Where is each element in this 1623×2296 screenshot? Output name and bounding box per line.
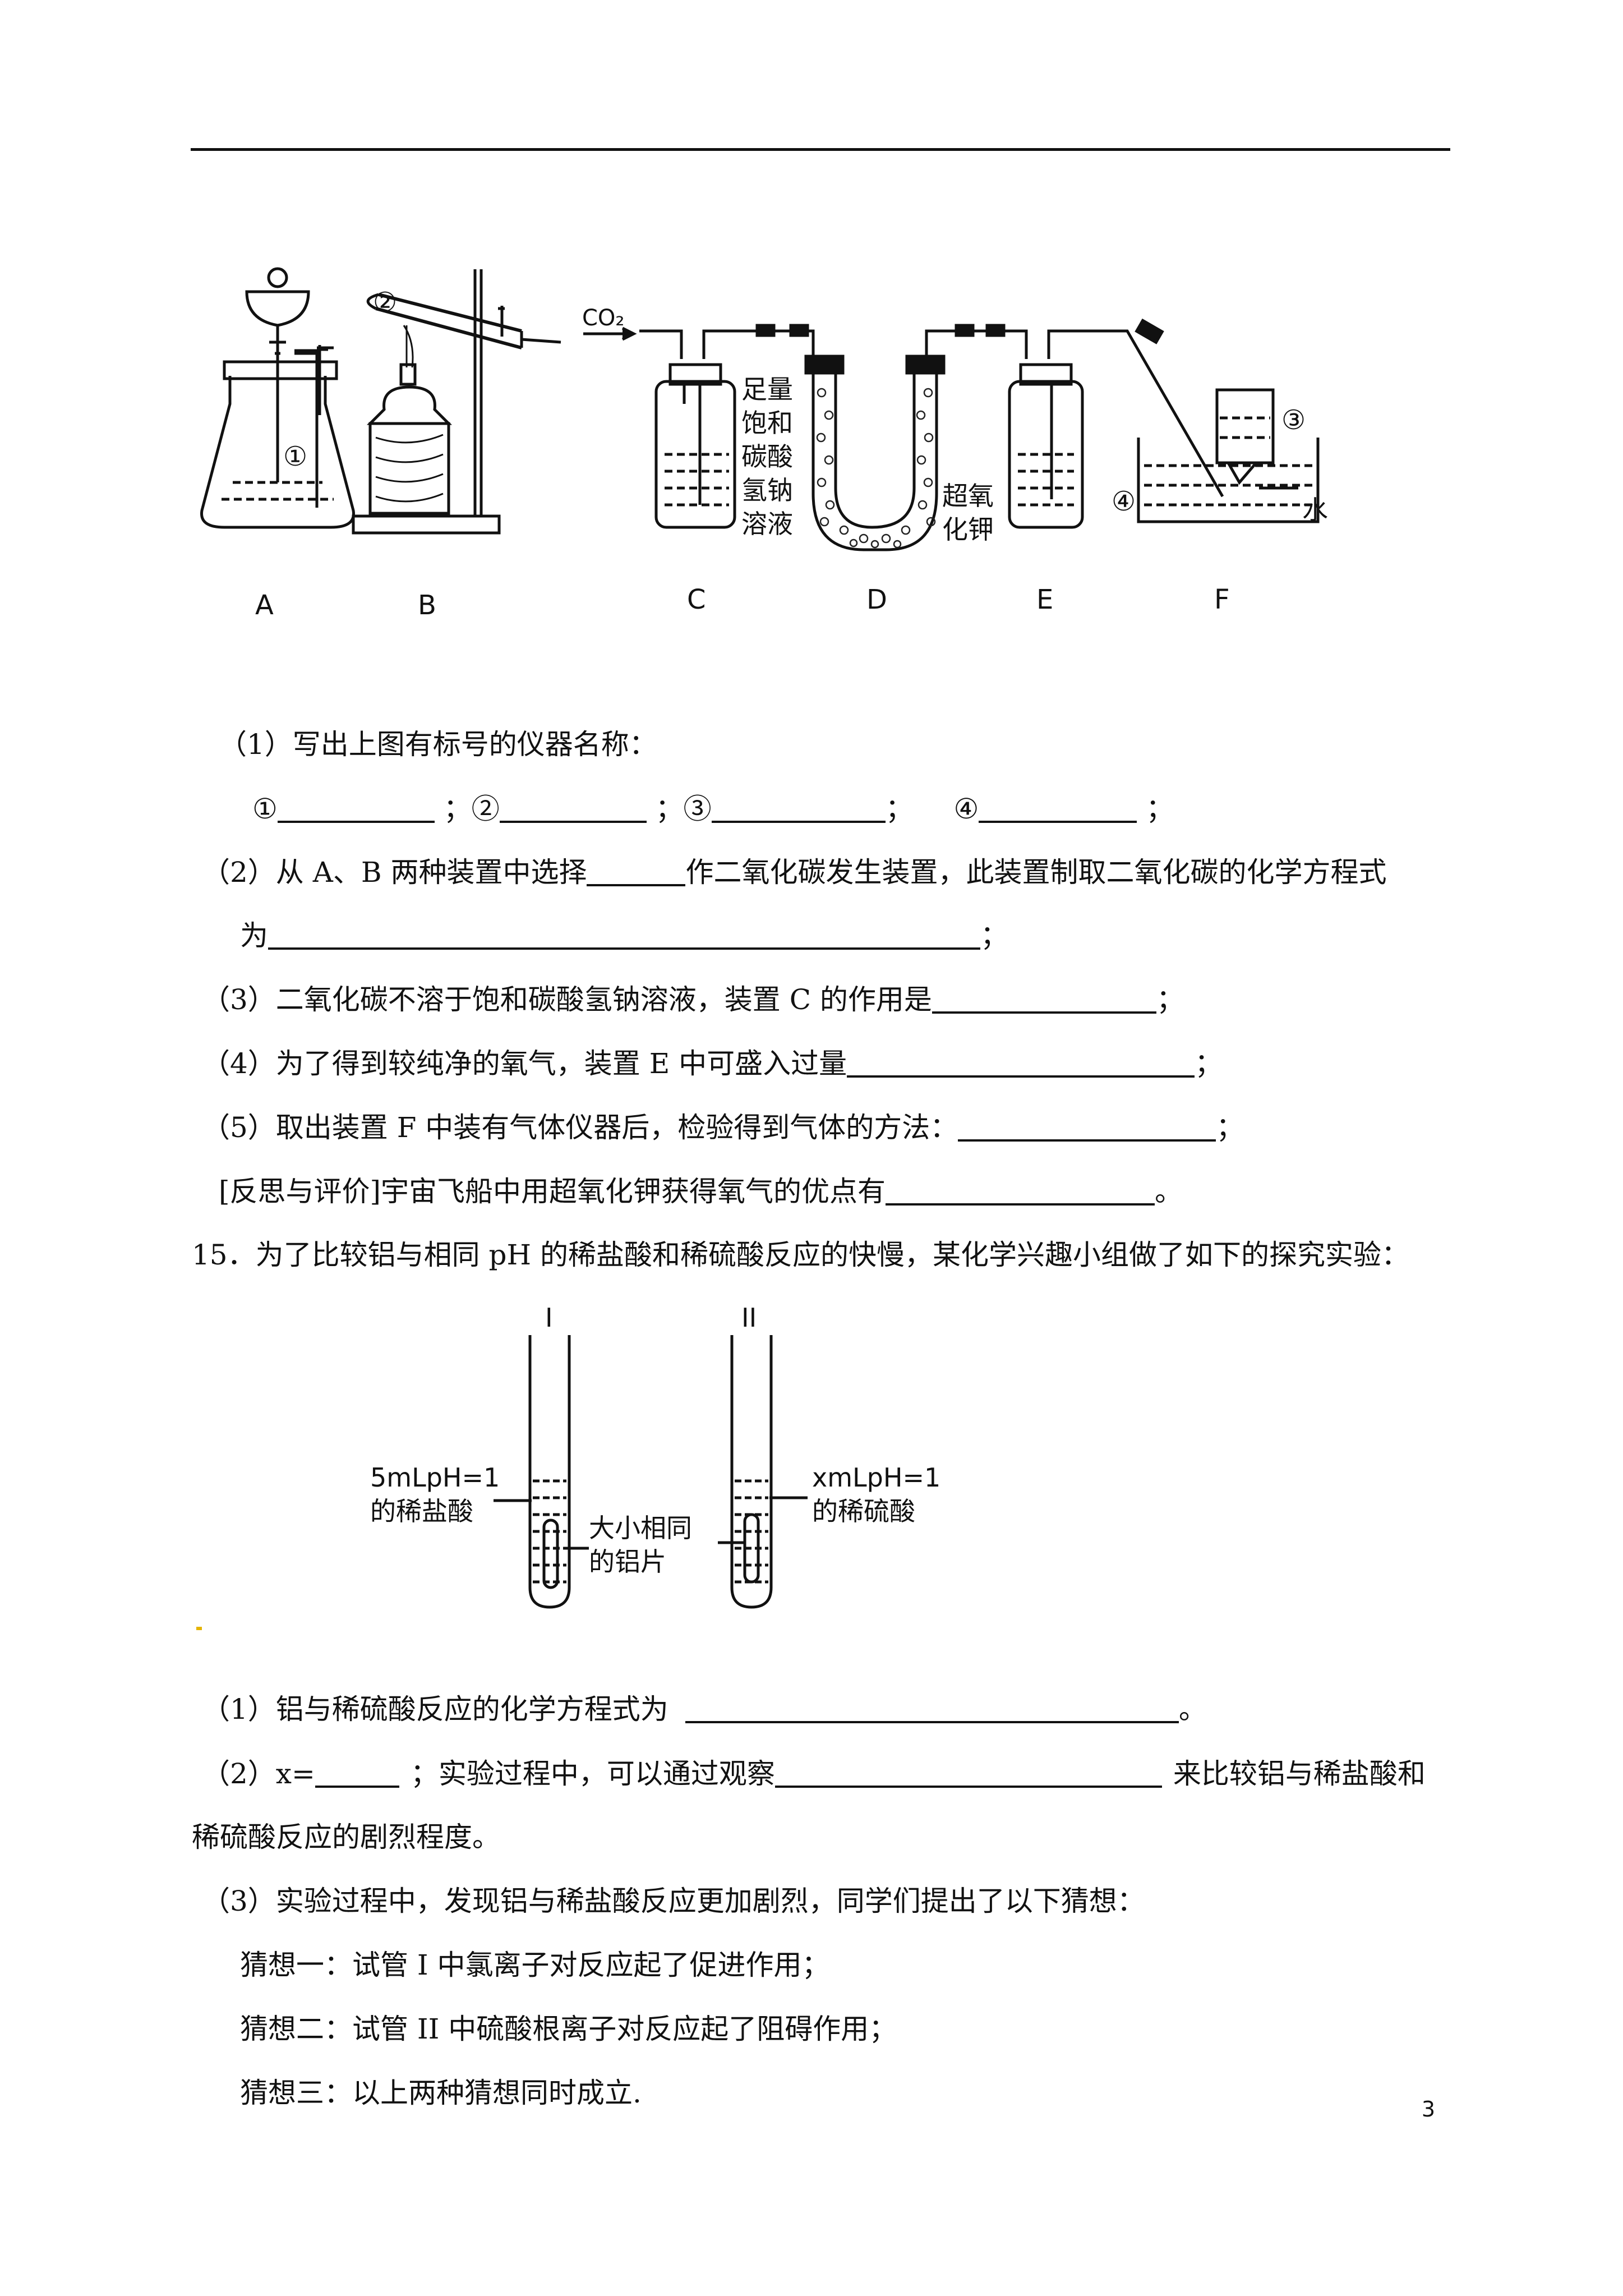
q15-part3-text: （3）实验过程中，发现铝与稀盐酸反应更加剧烈，同学们提出了以下猜想： [202, 1885, 1145, 1917]
marker-2: ② [373, 287, 397, 318]
hypothesis-2-text: 猜想二：试管 II 中硫酸根离子对反应起了阻碍作用； [240, 2013, 897, 2045]
q14-part1-text: （1）写出上图有标号的仪器名称： [219, 728, 657, 761]
blank-1-marker: ① [252, 793, 278, 825]
reagent-c-2: 饱和 [741, 408, 793, 438]
answer-blank-device[interactable] [587, 857, 686, 886]
q15-intro: 15．为了比较铝与相同 pH 的稀盐酸和稀硫酸反应的快慢，某化学兴趣小组做了如下… [192, 1237, 1409, 1273]
hypothesis-1-text: 猜想一：试管 I 中氯离子对反应起了促进作用； [240, 1949, 830, 1981]
q14-part5-end: ； [1216, 1111, 1244, 1144]
mid-label-1: 大小相同 [589, 1513, 692, 1543]
tube-1-label: I [545, 1303, 553, 1333]
marker-1: ① [283, 441, 307, 472]
q14-reflection-text: [反思与评价]宇宙飞船中用超氧化钾获得氧气的优点有 [219, 1175, 886, 1208]
q15-part1-text: （1）铝与稀硫酸反应的化学方程式为 [202, 1693, 668, 1726]
q14-part2-prefix: 为 [240, 919, 268, 952]
answer-blank-c-role[interactable] [932, 984, 1156, 1014]
blank-2-marker: ；② [443, 793, 500, 825]
answer-blank-4[interactable] [979, 794, 1137, 823]
apparatus-figure: A B C D E F ① ② ③ ④ CO₂ 足量 饱和 碳酸 氢钠 溶液 超… [200, 267, 1328, 621]
right-label-1: xmLpH=1 [812, 1462, 940, 1493]
q15-part3: （3）实验过程中，发现铝与稀盐酸反应更加剧烈，同学们提出了以下猜想： [202, 1883, 1145, 1919]
q15-part2-text-b: ；实验过程中，可以通过观察 [410, 1757, 775, 1790]
reagent-c-1: 足量 [741, 374, 793, 404]
blank-4-end: ； [1146, 793, 1174, 825]
q14-part2-text-a: （2）从 A、B 两种装置中选择 [202, 856, 587, 889]
q15-part1-end: 。 [1178, 1693, 1207, 1726]
tube-2-label: II [741, 1303, 757, 1333]
q14-part1: （1）写出上图有标号的仪器名称： [219, 726, 657, 762]
test-tube-figure: I II 5mLpH=1 的稀盐酸 大小相同 的铝片 xmLpH=1 的稀硫酸 [370, 1303, 940, 1609]
mid-label-2: 的铝片 [589, 1547, 666, 1577]
reagent-c-3: 碳酸 [741, 441, 793, 472]
q14-reflection-end: 。 [1155, 1175, 1183, 1208]
label-d: D [866, 584, 887, 615]
q14-part3-text: （3）二氧化碳不溶于饱和碳酸氢钠溶液，装置 C 的作用是 [202, 983, 932, 1016]
q14-part3-end: ； [1156, 983, 1184, 1016]
q14-part2: （2）从 A、B 两种装置中选择 作二氧化碳发生装置，此装置制取二氧化碳的化学方程… [202, 854, 1386, 890]
answer-blank-x[interactable] [315, 1759, 399, 1788]
q14-part4: （4）为了得到较纯净的氧气，装置 E 中可盛入过量 ； [202, 1046, 1223, 1082]
q14-part5-text: （5）取出装置 F 中装有气体仪器后，检验得到气体的方法： [202, 1111, 958, 1144]
q14-part2-cont: 为； [240, 918, 1008, 954]
label-a: A [255, 590, 274, 621]
left-label-1: 5mLpH=1 [370, 1462, 500, 1493]
q15-part2-text-c: 来比较铝与稀盐酸和 [1173, 1757, 1426, 1790]
marker-3: ③ [1281, 404, 1306, 436]
label-f: F [1214, 584, 1230, 615]
q15-part1: （1）铝与稀硫酸反应的化学方程式为 。 [202, 1691, 1207, 1727]
answer-blank-e-reagent[interactable] [847, 1048, 1195, 1078]
answer-blank-equation[interactable] [268, 921, 980, 950]
answer-blank-test-method[interactable] [958, 1112, 1216, 1142]
hypothesis-3-text: 猜想三：以上两种猜想同时成立. [240, 2077, 642, 2109]
answer-blank-1[interactable] [277, 794, 435, 823]
q14-part5: （5）取出装置 F 中装有气体仪器后，检验得到气体的方法： ； [202, 1110, 1244, 1145]
answer-blank-observe[interactable] [774, 1759, 1162, 1788]
left-label-2: 的稀盐酸 [370, 1496, 473, 1526]
page-number: 3 [1421, 2097, 1435, 2122]
stray-mark [196, 1627, 202, 1630]
right-label-2: 的稀硫酸 [812, 1496, 915, 1526]
q15-part2-cont: 稀硫酸反应的剧烈程度。 [192, 1819, 500, 1855]
q14-part4-end: ； [1195, 1047, 1223, 1080]
hypothesis-1: 猜想一：试管 I 中氯离子对反应起了促进作用； [240, 1947, 830, 1983]
blank-3-sep: ； [885, 793, 914, 825]
label-c: C [687, 584, 706, 615]
q15-intro-text: 15．为了比较铝与相同 pH 的稀盐酸和稀硫酸反应的快慢，某化学兴趣小组做了如下… [192, 1239, 1410, 1271]
hypothesis-2: 猜想二：试管 II 中硫酸根离子对反应起了阻碍作用； [240, 2011, 897, 2047]
co2-label: CO₂ [582, 305, 624, 331]
blank-4-marker: ④ [953, 793, 979, 825]
reagent-c-5: 溶液 [741, 509, 793, 539]
blank-3-marker: ；③ [655, 793, 712, 825]
q14-reflection: [反思与评价]宇宙飞船中用超氧化钾获得氧气的优点有 。 [219, 1174, 1183, 1209]
q14-part3: （3）二氧化碳不溶于饱和碳酸氢钠溶液，装置 C 的作用是 ； [202, 982, 1184, 1018]
answer-blank-advantage[interactable] [886, 1176, 1155, 1205]
reagent-d-1: 超氧 [942, 481, 994, 511]
q15-part2: （2）x= ；实验过程中，可以通过观察 来比较铝与稀盐酸和 [202, 1756, 1426, 1792]
answer-blank-al-equation[interactable] [685, 1694, 1179, 1723]
q15-part2-text-a: （2）x= [202, 1757, 315, 1790]
label-e: E [1036, 584, 1053, 615]
answer-blank-3[interactable] [711, 794, 886, 823]
q14-part2-end: ； [980, 919, 1008, 952]
answer-blank-2[interactable] [499, 794, 647, 823]
q14-part2-text-b: 作二氧化碳发生装置，此装置制取二氧化碳的化学方程式 [685, 856, 1387, 889]
q14-part4-text: （4）为了得到较纯净的氧气，装置 E 中可盛入过量 [202, 1047, 847, 1080]
hypothesis-3: 猜想三：以上两种猜想同时成立. [240, 2075, 642, 2111]
reagent-c-4: 氢钠 [741, 475, 793, 505]
q14-blanks-line: ① ；② ；③ ； ④ ； [252, 791, 1174, 827]
reagent-d-2: 化钾 [942, 514, 994, 545]
marker-4: ④ [1112, 486, 1136, 517]
water-label: 水 [1302, 495, 1328, 525]
q15-part2-cont-text: 稀硫酸反应的剧烈程度。 [192, 1821, 500, 1853]
label-b: B [418, 590, 436, 621]
header-rule [191, 148, 1450, 151]
